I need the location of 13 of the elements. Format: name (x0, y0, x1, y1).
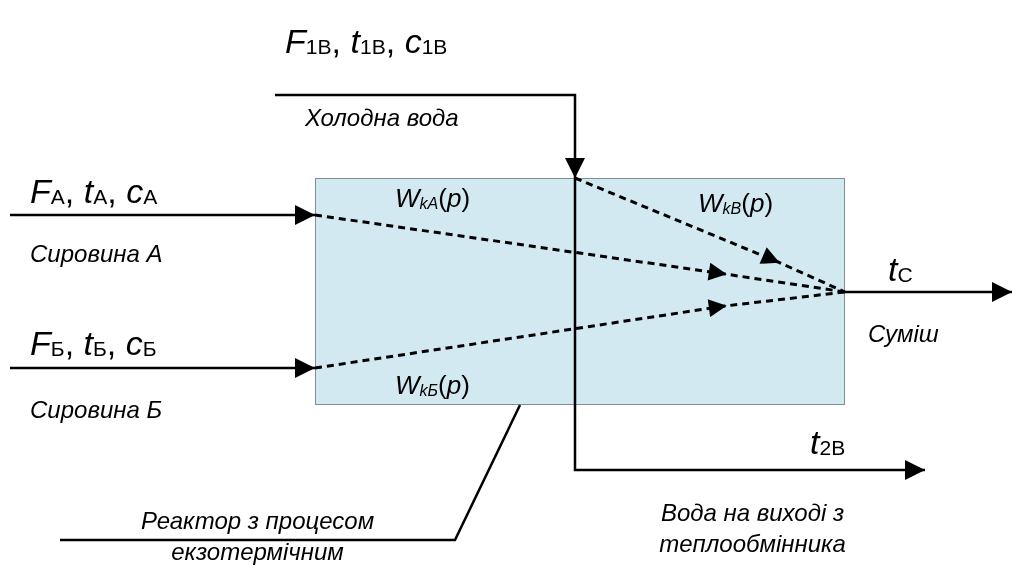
stream-caption: Холодна вода (305, 103, 459, 133)
arrow (10, 205, 315, 225)
arrow (275, 93, 585, 178)
arrow (573, 178, 925, 480)
callout-text: Реактор з процесом екзотермічним (60, 505, 455, 565)
reactor-box (315, 178, 845, 405)
stream-caption: Вода на виході з теплообмінника (658, 498, 847, 560)
stream-caption: Сировина А (30, 239, 163, 269)
arrow (10, 358, 315, 378)
stream-caption: Сировина Б (30, 395, 163, 425)
arrow (845, 282, 1012, 302)
leader-line (60, 404, 522, 542)
stream-caption: Суміш (868, 319, 939, 349)
